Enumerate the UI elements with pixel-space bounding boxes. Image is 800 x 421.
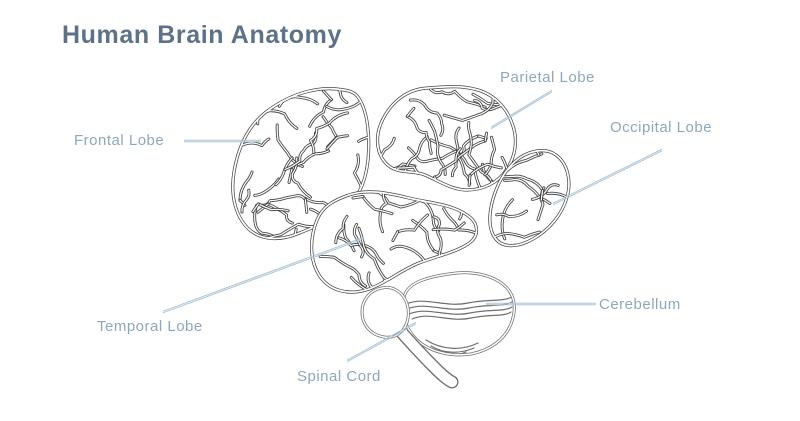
spinal-cord-shape	[390, 320, 459, 389]
label-cerebellum: Cerebellum	[599, 296, 681, 313]
label-spinal-cord: Spinal Cord	[297, 368, 381, 385]
leader-occipital-lobe	[552, 148, 663, 206]
leader-parietal-lobe	[490, 89, 553, 130]
leader-spinal-cord	[346, 321, 417, 363]
cerebellum-shape	[400, 271, 516, 357]
label-frontal-lobe: Frontal Lobe	[74, 132, 165, 149]
leader-temporal-lobe	[162, 236, 365, 314]
page-title: Human Brain Anatomy	[62, 21, 342, 49]
label-parietal-lobe: Parietal Lobe	[500, 69, 595, 86]
leader-frontal-lobe	[184, 139, 261, 143]
label-occipital-lobe: Occipital Lobe	[610, 119, 713, 136]
leader-cerebellum	[486, 302, 596, 306]
leader-lines	[162, 89, 663, 363]
label-temporal-lobe: Temporal Lobe	[97, 318, 203, 335]
